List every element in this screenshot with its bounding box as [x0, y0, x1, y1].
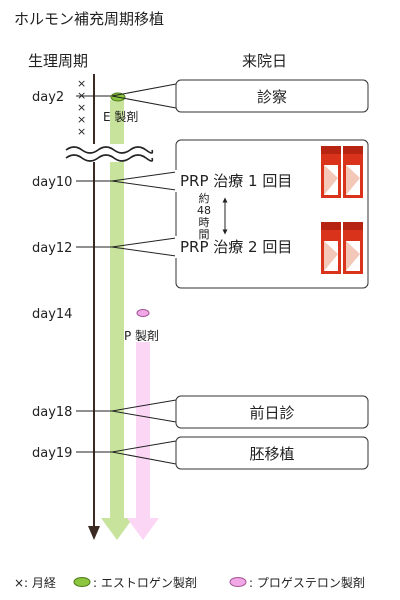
diagram-title: ホルモン補充周期移植	[14, 10, 164, 28]
visit-box-transfer: 胚移植	[111, 436, 369, 470]
progesterone-tablet-icon	[136, 309, 150, 317]
pre-exam-label: 前日診	[249, 404, 294, 422]
estrogen-drug-label: E 製剤	[103, 109, 138, 124]
legend-estrogen-tablet-icon	[73, 577, 91, 587]
visit-box-pre-exam: 前日診	[111, 395, 369, 429]
day-label-day12: day12	[32, 241, 72, 256]
menses-mark: ×	[77, 77, 86, 90]
interval-char: 時	[199, 216, 210, 229]
prp-tube-icon	[321, 222, 341, 274]
menses-mark: ×	[77, 113, 86, 126]
menses-mark: ×	[77, 125, 86, 138]
legend: ×: 月経 : エストロゲン製剤 : プロゲステロン製剤	[14, 575, 365, 590]
cycle-timeline	[88, 74, 100, 540]
visit-box-exam: 診察	[111, 79, 369, 113]
cycle-column-header: 生理周期	[28, 52, 88, 70]
interval-char: 約	[199, 191, 210, 205]
interval-char: 間	[199, 228, 210, 241]
legend-progesterone-tablet-icon	[229, 577, 247, 587]
day-label-day19: day19	[32, 446, 72, 461]
timeline-arrowhead	[88, 526, 100, 540]
prp-tube-icon	[343, 222, 363, 274]
day-label-day2: day2	[32, 90, 64, 105]
menses-mark: ×	[77, 101, 86, 114]
prp-second-label: PRP 治療 2 回目	[180, 238, 292, 256]
transfer-label: 胚移植	[249, 445, 294, 463]
legend-estrogen: : エストロゲン製剤	[93, 575, 197, 590]
day-label-day18: day18	[32, 405, 72, 420]
interval-char: 48	[197, 204, 211, 217]
timeline-break	[64, 144, 154, 162]
legend-menses: ×: 月経	[14, 576, 56, 590]
menstruation-marks: × × × × ×	[77, 77, 86, 138]
legend-progesterone: : プロゲステロン製剤	[249, 575, 365, 590]
day-label-day10: day10	[32, 175, 72, 190]
day-label-day14: day14	[32, 307, 72, 322]
progesterone-drug-label: P 製剤	[124, 328, 159, 343]
progesterone-bar	[127, 342, 159, 540]
visit-column-header: 来院日	[242, 52, 287, 70]
prp-first-label: PRP 治療 1 回目	[180, 172, 292, 190]
visit-box-prp: PRP 治療 1 回目 PRP 治療 2 回目 約 48 時 間	[111, 139, 369, 289]
estrogen-bar	[101, 100, 133, 540]
exam-label: 診察	[257, 88, 287, 106]
prp-tube-icon	[321, 146, 341, 198]
prp-tube-icon	[343, 146, 363, 198]
